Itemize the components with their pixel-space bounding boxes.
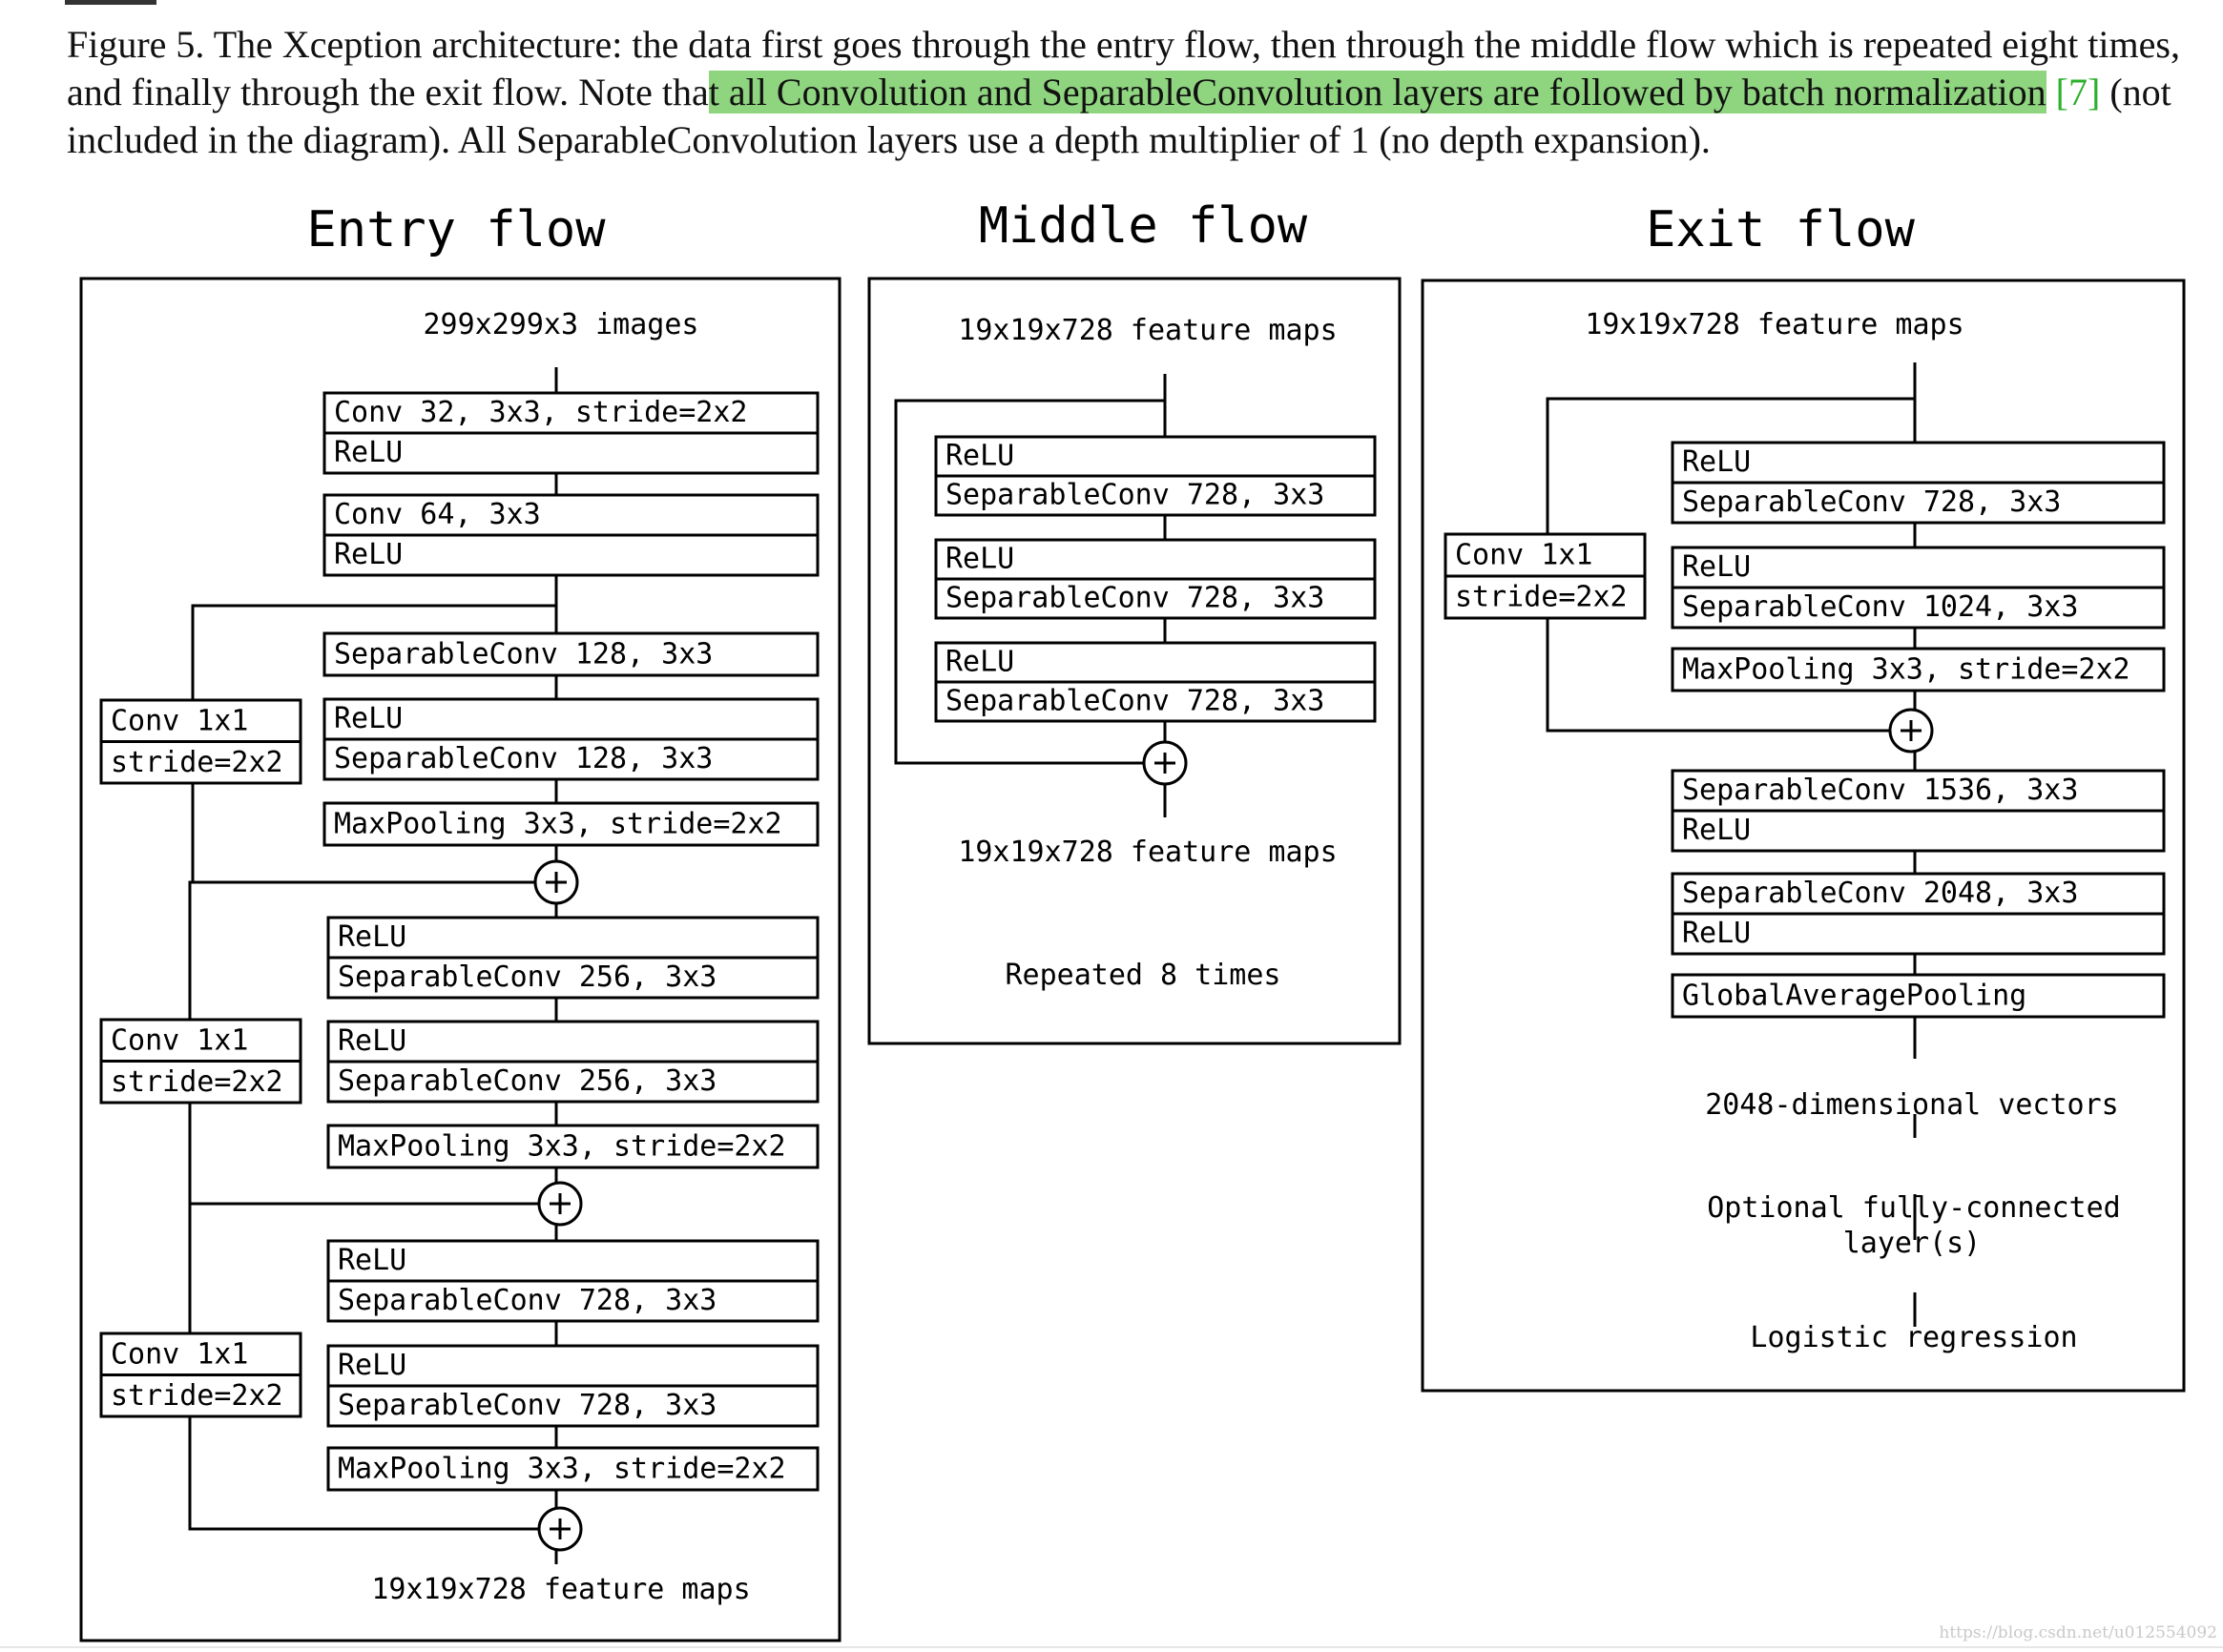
entry-sep728b-label: ReLU bbox=[338, 1349, 406, 1382]
entry-pool1 bbox=[322, 801, 820, 847]
exit-sep1024-label: SeparableConv 1024, 3x3 bbox=[1682, 590, 2078, 624]
entry-sep728a-label: SeparableConv 728, 3x3 bbox=[338, 1284, 717, 1317]
exit-sep728-label: ReLU bbox=[1682, 445, 1751, 479]
exit-flow-panel bbox=[1421, 279, 2186, 1393]
middle-flow-panel bbox=[867, 277, 1402, 1045]
entry-skip1-label: stride=2x2 bbox=[111, 746, 283, 779]
entry-sep128b-label: SeparableConv 128, 3x3 bbox=[334, 742, 713, 775]
exit-sep1536-label: SeparableConv 1536, 3x3 bbox=[1682, 774, 2078, 807]
exit-skip-label: Conv 1x1 bbox=[1455, 539, 1593, 572]
entry-pool3 bbox=[326, 1446, 820, 1492]
top-rule bbox=[65, 0, 156, 5]
exit-sep728-label: SeparableConv 728, 3x3 bbox=[1682, 485, 2061, 519]
exit-fc-label: Optional fully-connected bbox=[1707, 1191, 2120, 1225]
entry-sep256b-label: ReLU bbox=[338, 1024, 406, 1058]
figure-caption: Figure 5. The Xception architecture: the… bbox=[67, 21, 2213, 164]
entry-sep728b-label: SeparableConv 728, 3x3 bbox=[338, 1389, 717, 1422]
exit-sep2048-label: SeparableConv 2048, 3x3 bbox=[1682, 877, 2078, 910]
middle-sep728b-label: ReLU bbox=[945, 543, 1014, 576]
exit-gap bbox=[1671, 973, 2166, 1019]
entry-skip2-label: Conv 1x1 bbox=[111, 1023, 249, 1057]
connector-line bbox=[894, 399, 1165, 765]
entry-skip2-label: stride=2x2 bbox=[111, 1065, 283, 1099]
exit-sep1024-label: ReLU bbox=[1682, 550, 1751, 584]
entry-flow-panel bbox=[79, 277, 841, 1642]
entry-sep128b-label: ReLU bbox=[334, 702, 403, 735]
caption-citation-link[interactable]: [7] bbox=[2055, 71, 2101, 114]
entry-pool1-label: MaxPooling 3x3, stride=2x2 bbox=[334, 808, 782, 841]
caption-text: Figure 5. The Xception architecture: the… bbox=[67, 23, 2180, 114]
middle-sep728b-label: SeparableConv 728, 3x3 bbox=[945, 582, 1324, 615]
middle-repeat-label: Repeated 8 times bbox=[1006, 959, 1281, 992]
caption-text-end: (not included in the diagram). All Separ… bbox=[67, 71, 2171, 161]
exit-input-label: 19x19x728 feature maps bbox=[1585, 308, 1963, 341]
entry-conv32-label: ReLU bbox=[334, 436, 403, 469]
entry-skip3-label: stride=2x2 bbox=[111, 1379, 283, 1413]
middle-sep728a-label: SeparableConv 728, 3x3 bbox=[945, 479, 1324, 512]
middle-output-label: 19x19x728 feature maps bbox=[958, 836, 1337, 869]
middle-sep728a-label: ReLU bbox=[945, 440, 1014, 473]
entry-skip1-label: Conv 1x1 bbox=[111, 704, 249, 737]
exit-skip-label: stride=2x2 bbox=[1455, 581, 1628, 614]
entry-sep256a-label: ReLU bbox=[338, 920, 406, 954]
entry-conv64-label: Conv 64, 3x3 bbox=[334, 498, 541, 531]
entry-pool2-label: MaxPooling 3x3, stride=2x2 bbox=[338, 1130, 786, 1164]
entry-sep256b-label: SeparableConv 256, 3x3 bbox=[338, 1064, 717, 1098]
entry-conv32-label: Conv 32, 3x3, stride=2x2 bbox=[334, 396, 747, 429]
entry-pool3-label: MaxPooling 3x3, stride=2x2 bbox=[338, 1453, 786, 1486]
entry-input-label: 299x299x3 images bbox=[424, 308, 699, 341]
exit-sep1536-label: ReLU bbox=[1682, 814, 1751, 847]
entry-flow-title: Entry flow bbox=[306, 201, 606, 258]
exit-logistic-label: Logistic regression bbox=[1750, 1321, 2077, 1354]
middle-input-label: 19x19x728 feature maps bbox=[958, 314, 1337, 347]
entry-sep256a-label: SeparableConv 256, 3x3 bbox=[338, 960, 717, 994]
middle-flow-title: Middle flow bbox=[979, 197, 1308, 255]
exit-fc-label-2: layer(s) bbox=[1843, 1227, 1982, 1260]
exit-pool bbox=[1671, 647, 2166, 692]
watermark: https://blog.csdn.net/u012554092 bbox=[1939, 1623, 2217, 1642]
entry-sep128a bbox=[322, 631, 820, 677]
entry-output-label: 19x19x728 feature maps bbox=[371, 1573, 750, 1606]
caption-highlight: t all Convolution and SeparableConvoluti… bbox=[708, 71, 2046, 114]
exit-sep2048-label: ReLU bbox=[1682, 917, 1751, 950]
bottom-rule bbox=[0, 1646, 2223, 1648]
exit-pool-label: MaxPooling 3x3, stride=2x2 bbox=[1682, 653, 2130, 687]
middle-sep728c-label: SeparableConv 728, 3x3 bbox=[945, 685, 1324, 718]
entry-pool2 bbox=[326, 1124, 820, 1169]
entry-sep128a-label: SeparableConv 128, 3x3 bbox=[334, 638, 713, 671]
exit-gap-label: GlobalAveragePooling bbox=[1682, 980, 2026, 1013]
middle-sep728c-label: ReLU bbox=[945, 646, 1014, 679]
entry-skip3-label: Conv 1x1 bbox=[111, 1337, 249, 1371]
entry-sep728a-label: ReLU bbox=[338, 1244, 406, 1277]
exit-flow-title: Exit flow bbox=[1646, 201, 1915, 258]
exit-vectors-label: 2048-dimensional vectors bbox=[1705, 1088, 2118, 1122]
diagram-blocks bbox=[79, 277, 2186, 1642]
entry-conv64-label: ReLU bbox=[334, 538, 403, 571]
